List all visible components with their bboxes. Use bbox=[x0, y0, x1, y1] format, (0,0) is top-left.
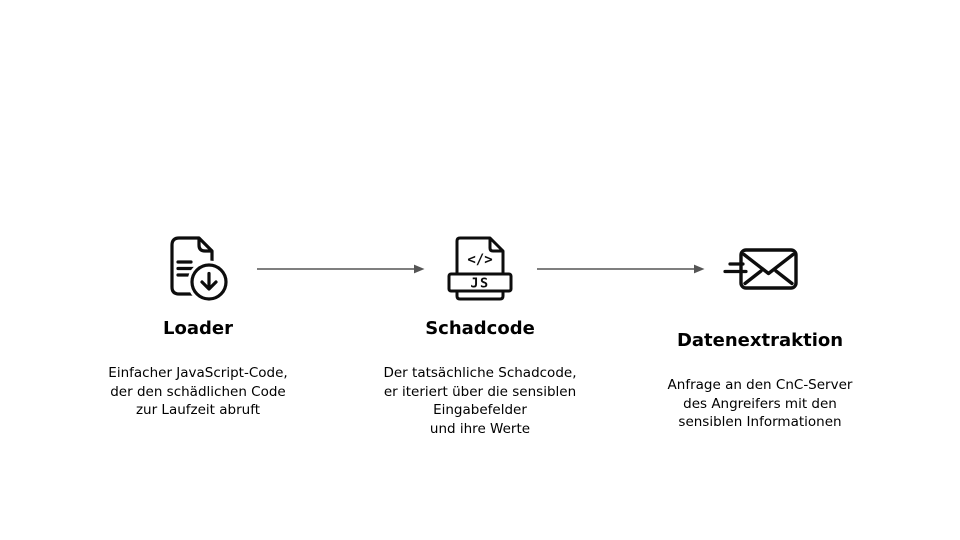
step-loader: Loader Einfacher JavaScript-Code, der de… bbox=[58, 235, 338, 420]
code-symbol-text: </> bbox=[467, 252, 492, 268]
flow-arrow-loader-to-schadcode bbox=[257, 264, 425, 274]
step-datenextraktion: Datenextraktion Anfrage an den CnC-Serve… bbox=[620, 235, 900, 432]
step-title: Loader bbox=[163, 318, 233, 339]
step-schadcode: </> JS Schadcode Der tatsächliche Schadc… bbox=[340, 235, 620, 438]
js-label-text: JS bbox=[470, 276, 489, 292]
step-description: Anfrage an den CnC-Server des Angreifers… bbox=[667, 377, 853, 430]
flow-arrow-schadcode-to-datenextraktion bbox=[537, 264, 705, 274]
step-title: Schadcode bbox=[425, 318, 535, 339]
document-download-icon bbox=[163, 235, 233, 305]
step-title: Datenextraktion bbox=[676, 330, 844, 351]
step-description: Einfacher JavaScript-Code, der den schäd… bbox=[108, 365, 288, 418]
step-description: Der tatsächliche Schadcode, er iteriert … bbox=[383, 365, 577, 437]
javascript-file-icon: </> JS bbox=[445, 235, 515, 305]
email-send-icon bbox=[722, 235, 798, 317]
